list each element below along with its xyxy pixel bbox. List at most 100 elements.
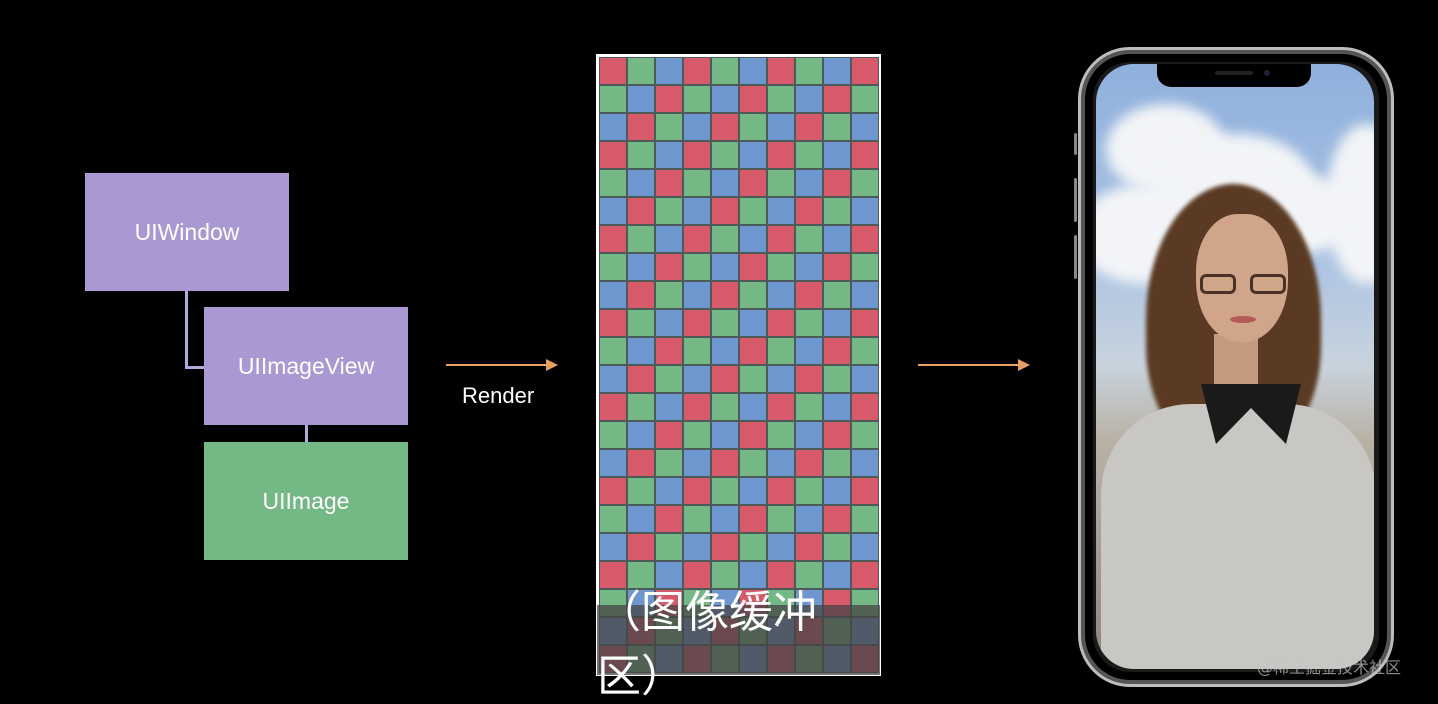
pixel-cell bbox=[627, 113, 655, 141]
pixel-cell bbox=[823, 253, 851, 281]
pixel-cell bbox=[711, 253, 739, 281]
pixel-cell bbox=[851, 281, 879, 309]
pixel-cell bbox=[655, 393, 683, 421]
pixel-cell bbox=[823, 337, 851, 365]
pixel-cell bbox=[655, 309, 683, 337]
pixel-cell bbox=[711, 337, 739, 365]
pixel-cell bbox=[711, 421, 739, 449]
pixel-cell bbox=[655, 505, 683, 533]
pixel-cell bbox=[851, 337, 879, 365]
pixel-cell bbox=[767, 561, 795, 589]
pixel-cell bbox=[767, 365, 795, 393]
pixel-cell bbox=[711, 169, 739, 197]
pixel-cell bbox=[851, 365, 879, 393]
pixel-cell bbox=[795, 309, 823, 337]
pixel-cell bbox=[683, 85, 711, 113]
pixel-cell bbox=[627, 197, 655, 225]
pixel-cell bbox=[739, 281, 767, 309]
pixel-cell bbox=[627, 253, 655, 281]
pixel-cell bbox=[683, 57, 711, 85]
pixel-cell bbox=[851, 253, 879, 281]
uiimage-label: UIImage bbox=[262, 487, 350, 514]
pixel-cell bbox=[823, 141, 851, 169]
pixel-cell bbox=[739, 141, 767, 169]
pixel-cell bbox=[739, 533, 767, 561]
pixel-cell bbox=[795, 253, 823, 281]
pixel-cell bbox=[851, 477, 879, 505]
pixel-cell bbox=[655, 113, 683, 141]
pixel-cell bbox=[655, 421, 683, 449]
pixel-cell bbox=[739, 309, 767, 337]
pixel-cell bbox=[823, 449, 851, 477]
pixel-cell bbox=[795, 197, 823, 225]
pixel-cell bbox=[767, 141, 795, 169]
pixel-cell bbox=[627, 169, 655, 197]
pixel-cell bbox=[599, 393, 627, 421]
pixel-cell bbox=[823, 281, 851, 309]
pixel-cell bbox=[683, 113, 711, 141]
glasses-icon bbox=[1200, 274, 1286, 296]
pixel-cell bbox=[851, 57, 879, 85]
pixel-cell bbox=[711, 477, 739, 505]
pixel-cell bbox=[711, 113, 739, 141]
pixel-cell bbox=[599, 141, 627, 169]
pixel-cell bbox=[627, 57, 655, 85]
pixel-cell bbox=[683, 365, 711, 393]
pixel-cell bbox=[767, 337, 795, 365]
connector-window-imageview-h bbox=[185, 366, 205, 369]
pixel-cell bbox=[683, 197, 711, 225]
pixel-cell bbox=[655, 57, 683, 85]
pixel-cell bbox=[599, 337, 627, 365]
pixel-cell bbox=[767, 393, 795, 421]
pixel-cell bbox=[739, 421, 767, 449]
pixel-cell bbox=[683, 141, 711, 169]
pixel-cell bbox=[599, 505, 627, 533]
pixel-cell bbox=[851, 85, 879, 113]
phone-notch bbox=[1157, 64, 1311, 87]
uiimageview-label: UIImageView bbox=[237, 352, 375, 379]
pixel-cell bbox=[683, 337, 711, 365]
pixel-cell bbox=[655, 281, 683, 309]
pixel-cell bbox=[851, 197, 879, 225]
render-label: Render bbox=[462, 383, 535, 408]
person-sweater bbox=[1101, 404, 1374, 669]
pixel-cell bbox=[655, 365, 683, 393]
pixel-cell bbox=[823, 561, 851, 589]
pixel-cell bbox=[739, 561, 767, 589]
pixel-cell bbox=[599, 57, 627, 85]
pixel-cell bbox=[795, 141, 823, 169]
pixel-cell bbox=[767, 113, 795, 141]
pixel-cell bbox=[627, 533, 655, 561]
phone-volume-down bbox=[1074, 235, 1077, 279]
pixel-cell bbox=[683, 393, 711, 421]
pixel-cell bbox=[711, 281, 739, 309]
pixel-cell bbox=[655, 197, 683, 225]
pixel-cell bbox=[683, 309, 711, 337]
watermark: @稀土掘金技术社区 bbox=[1257, 658, 1402, 677]
pixel-cell bbox=[739, 113, 767, 141]
pixel-cell bbox=[795, 477, 823, 505]
pixel-cell bbox=[739, 337, 767, 365]
pixel-cell bbox=[823, 505, 851, 533]
pixel-cell bbox=[655, 225, 683, 253]
uiimage-box: UIImage bbox=[204, 442, 408, 560]
pixel-cell bbox=[739, 477, 767, 505]
uiwindow-box: UIWindow bbox=[85, 173, 289, 291]
pixel-cell bbox=[795, 57, 823, 85]
render-arrow-icon bbox=[446, 359, 558, 371]
frame-buffer-caption: （图像缓冲区） bbox=[597, 587, 880, 702]
pixel-cell bbox=[711, 197, 739, 225]
pixel-cell bbox=[823, 197, 851, 225]
pixel-cell bbox=[599, 561, 627, 589]
pixel-cell bbox=[711, 449, 739, 477]
pixel-cell bbox=[851, 169, 879, 197]
pixel-cell bbox=[711, 85, 739, 113]
connector-imageview-image bbox=[305, 425, 308, 443]
pixel-cell bbox=[683, 505, 711, 533]
pixel-cell bbox=[599, 253, 627, 281]
phone-screen-photo bbox=[1096, 64, 1374, 669]
pixel-cell bbox=[683, 477, 711, 505]
phone-silent-switch bbox=[1074, 133, 1077, 155]
pixel-cell bbox=[683, 421, 711, 449]
pixel-cell bbox=[739, 197, 767, 225]
